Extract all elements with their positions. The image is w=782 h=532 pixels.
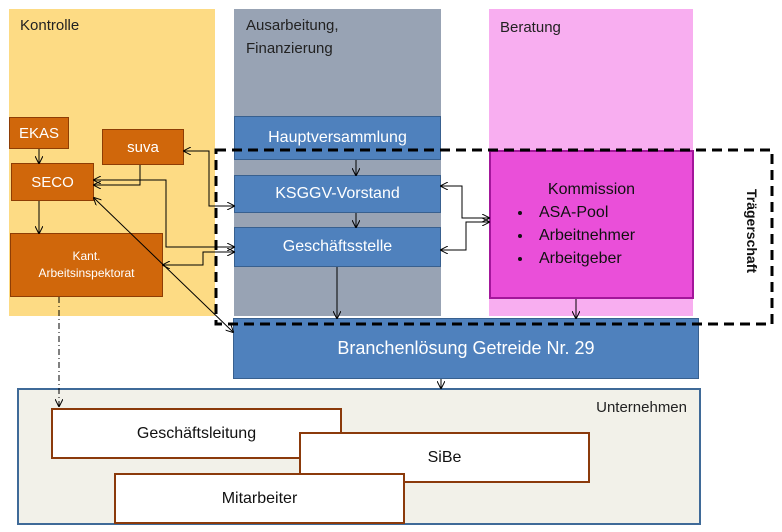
kommission-title: Kommission [547, 181, 636, 198]
geschaeftsstelle-label: Geschäftsstelle [282, 238, 393, 255]
box-suva[interactable]: suva [102, 129, 184, 165]
hauptversammlung-label: Hauptversammlung [268, 129, 407, 146]
arrow-vorstand-kommission [441, 186, 489, 218]
box-ekas[interactable]: EKAS [9, 117, 69, 149]
box-branchenloesung[interactable]: Branchenlösung Getreide Nr. 29 [233, 318, 699, 379]
box-geschaeftsstelle[interactable]: Geschäftsstelle [234, 227, 441, 267]
box-seco[interactable]: SECO [11, 163, 94, 201]
box-vorstand[interactable]: KSGGV-Vorstand [234, 175, 441, 213]
box-sibe[interactable]: SiBe [299, 432, 590, 483]
traegerschaft-label: Trägerschaft [744, 188, 761, 274]
geschaeftsleitung-label: Geschäftsleitung [136, 424, 257, 442]
sibe-label: SiBe [427, 448, 462, 466]
lane-ausarbeitung: Ausarbeitung, Finanzierung [234, 9, 441, 316]
kommission-item: Arbeitnehmer [533, 224, 692, 247]
unternehmen-label: Unternehmen [596, 399, 687, 416]
ekas-label: EKAS [18, 124, 60, 142]
kommission-item: ASA-Pool [533, 201, 692, 224]
arrow-geschaeftsstelle-kommission [441, 222, 489, 250]
kommission-item: Arbeitgeber [533, 247, 692, 270]
vorstand-label: KSGGV-Vorstand [275, 185, 400, 202]
box-kommission[interactable]: Kommission ASA-Pool Arbeitnehmer Arbeitg… [489, 150, 694, 299]
box-mitarbeiter[interactable]: Mitarbeiter [114, 473, 405, 524]
suva-label: suva [127, 138, 159, 156]
mitarbeiter-label: Mitarbeiter [221, 489, 298, 507]
traegerschaft-label-wrap: Trägerschaft [742, 176, 762, 286]
kommission-list: ASA-Pool Arbeitnehmer Arbeitgeber [491, 201, 692, 270]
lane-label-ausarbeitung-2: Finanzierung [246, 40, 333, 57]
lane-label-kontrolle: Kontrolle [20, 17, 80, 34]
kant-label-1: Kant. [72, 249, 101, 263]
seco-label: SECO [31, 173, 74, 191]
box-kant-arbeitsinspektorat[interactable]: Kant. Arbeitsinspektorat [10, 233, 163, 297]
kant-label-2: Arbeitsinspektorat [38, 266, 135, 280]
lane-label-ausarbeitung-1: Ausarbeitung, [246, 17, 339, 34]
box-geschaeftsleitung[interactable]: Geschäftsleitung [51, 408, 342, 459]
branchenloesung-label: Branchenlösung Getreide Nr. 29 [337, 338, 595, 358]
lane-label-beratung: Beratung [500, 19, 561, 36]
box-hauptversammlung[interactable]: Hauptversammlung [234, 116, 441, 160]
